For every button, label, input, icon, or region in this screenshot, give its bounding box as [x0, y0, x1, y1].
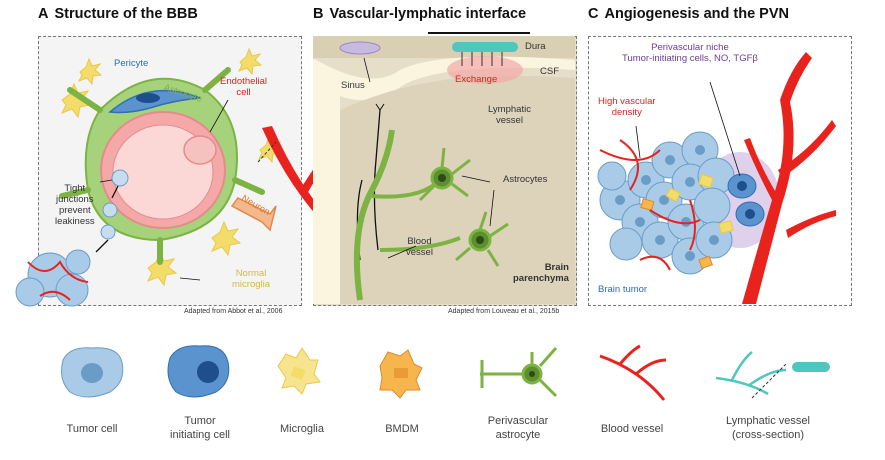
- csf-label: CSF: [540, 66, 559, 77]
- legend-microglia-label: Microglia: [279, 423, 324, 435]
- panel-b-title-text: Vascular-lymphatic interface: [329, 6, 527, 22]
- legend-perivascular-astrocyte-label: Perivascular astrocyte: [487, 415, 549, 441]
- panel-a-title: A Structure of the BBB: [38, 6, 198, 22]
- high-vascular-density-label: High vascular density: [598, 96, 656, 118]
- brain-parenchyma-label: Brain parenchyma: [513, 262, 569, 284]
- panel-a-title-text: Structure of the BBB: [54, 6, 198, 22]
- panel-b-letter: B: [313, 6, 324, 22]
- dura-label: Dura: [525, 41, 546, 52]
- panel-c-illustration: [597, 52, 836, 304]
- blood-vessel-label: Blood vessel: [406, 236, 433, 258]
- panel-c-title-text: Angiogenesis and the PVN: [604, 6, 789, 22]
- legend-microglia-icon: [277, 347, 321, 395]
- lymphatic-label: Lymphatic vessel: [488, 104, 531, 126]
- legend-lymphatic-vessel-label: Lymphatic vessel (cross-section): [726, 415, 810, 441]
- microglia-label: Normal microglia: [232, 268, 271, 290]
- legend-tumor-initiating-cell-label: Tumor initiating cell: [170, 415, 230, 441]
- legend-bmdm-icon: [379, 349, 423, 399]
- endothelial-label: Endothelial cell: [220, 76, 268, 98]
- legend-tumor-cell-icon: [61, 347, 124, 398]
- brain-tumor-label: Brain tumor: [598, 284, 648, 295]
- legend-tumor-cell-label: Tumor cell: [66, 423, 118, 435]
- tight-junction-label: Tight junctions prevent leakiness: [55, 183, 95, 227]
- legend-blood-vessel-label: Blood vessel: [600, 423, 664, 435]
- panel-a-illustration: [15, 47, 283, 307]
- exchange-label: Exchange: [455, 74, 498, 85]
- sinus-label: Sinus: [341, 80, 365, 91]
- panel-a-letter: A: [38, 6, 49, 22]
- legend-icons: [61, 344, 830, 401]
- pericyte-label: Pericyte: [114, 58, 149, 69]
- legend-blood-vessel-icon: [599, 344, 667, 401]
- panel-b-title: B Vascular-lymphatic interface: [313, 6, 526, 22]
- tumor-cluster-a: [15, 249, 91, 307]
- panel-b-illustration: [313, 32, 575, 305]
- panel-b-credit: Adapted from Louveau et al., 2015b: [448, 308, 560, 315]
- pvn-label: Perivascular niche Tumor-initiating cell…: [622, 42, 758, 64]
- perivascular-astrocyte-icon: [418, 147, 509, 267]
- astrocytes-label: Astrocytes: [503, 174, 548, 185]
- legend-lymphatic-vessel-icon: [715, 351, 830, 399]
- panel-c-title: C Angiogenesis and the PVN: [588, 6, 789, 22]
- legend-tumor-initiating-cell-icon: [167, 345, 230, 398]
- panel-c-letter: C: [588, 6, 599, 22]
- legend-bmdm-label: BMDM: [385, 423, 419, 435]
- legend-perivascular-astrocyte-icon: [480, 347, 558, 398]
- panel-a-credit: Adapted from Abbot et al., 2006: [184, 308, 283, 315]
